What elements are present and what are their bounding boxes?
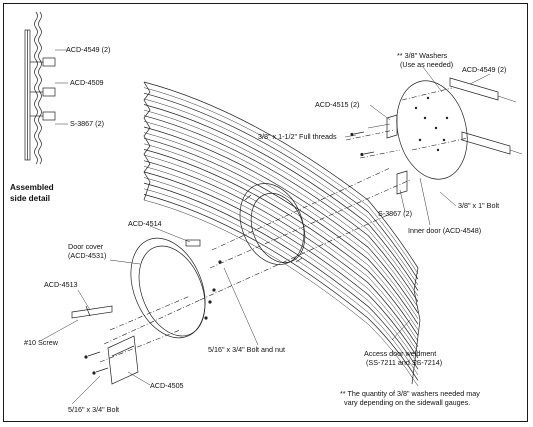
label-s3867: S-3867 (2) [378,209,412,218]
label-right-acd4549: ACD-4549 (2) [462,65,506,74]
label-acd4514: ACD-4514 [128,219,162,228]
label-note-1: ** The quantity of 3/8" washers needed m… [340,389,480,398]
label-side-acd4509: ACD-4509 [70,78,104,87]
label-inner-door: Inner door (ACD-4548) [408,226,481,235]
panel-rib [143,143,419,330]
panel-edge [411,267,421,385]
label-weldment: Access door weldment [364,349,436,358]
inner-door-disc [396,80,468,180]
label-bolt-nut: 5/16" x 3/4" Bolt and nut [208,345,285,354]
bracket-acd4505 [107,335,139,385]
label-washers: ** 3/8" Washers [397,51,448,60]
label-bolt-3-8: 3/8" x 1" Bolt [458,201,499,210]
panel-rib [143,132,419,319]
panel-rib [143,137,419,325]
bolts [84,131,375,375]
panel-rib [143,149,419,336]
door-cover-disc [130,237,206,339]
label-full-threads: 3/8" x 1-1/2" Full threads [258,132,337,141]
right-brackets [449,77,523,155]
panel-rib [143,194,419,381]
access-door-collar [239,183,306,265]
label-side-acd4549: ACD-4549 (2) [66,45,110,54]
label-side-s3867: S-3867 (2) [70,119,104,128]
label-screw10: #10 Screw [24,338,59,347]
panel-rib [143,126,419,314]
panel-edge [143,81,151,201]
side-detail-drawing [24,11,68,165]
panel-rib [143,154,419,342]
label-side-detail: side detail [10,194,50,203]
panel-rib [143,182,419,370]
corrugated-wall-panel [143,81,421,387]
label-door-cover-part: (ACD-4531) [68,251,106,260]
panel-rib [143,87,419,274]
label-note-2: vary depending on the sidewall gauges. [344,398,470,407]
panel-rib [143,199,419,387]
label-acd4505: ACD-4505 [150,381,184,390]
assembly-centerlines [99,87,469,363]
panel-rib [143,171,419,359]
label-acd4515: ACD-4515 (2) [315,100,359,109]
label-acd4513: ACD-4513 [44,280,78,289]
panel-rib [143,98,419,286]
panel-rib [143,81,419,269]
panel-rib [143,115,419,302]
panel-rib [143,121,419,308]
panel-rib [143,92,419,280]
panel-rib [143,177,419,364]
label-assembled: Assembled [10,183,54,192]
label-door-cover: Door cover [68,242,104,251]
label-weldment-parts: (SS-7211 and SS-7214) [366,358,442,367]
panel-rib [143,104,419,291]
label-washers-note: (Use as needed) [400,60,453,69]
leader-lines [41,66,491,405]
label-bolt-5-16: 5/16" x 3/4" Bolt [68,405,119,414]
latch-acd4513 [71,305,113,319]
panel-rib [143,109,419,297]
panel-rib [143,166,419,353]
hinge-acd4514 [185,239,201,247]
panel-rib [143,188,419,375]
panel-rib [143,160,419,347]
bracket-acd4515 [367,114,408,195]
